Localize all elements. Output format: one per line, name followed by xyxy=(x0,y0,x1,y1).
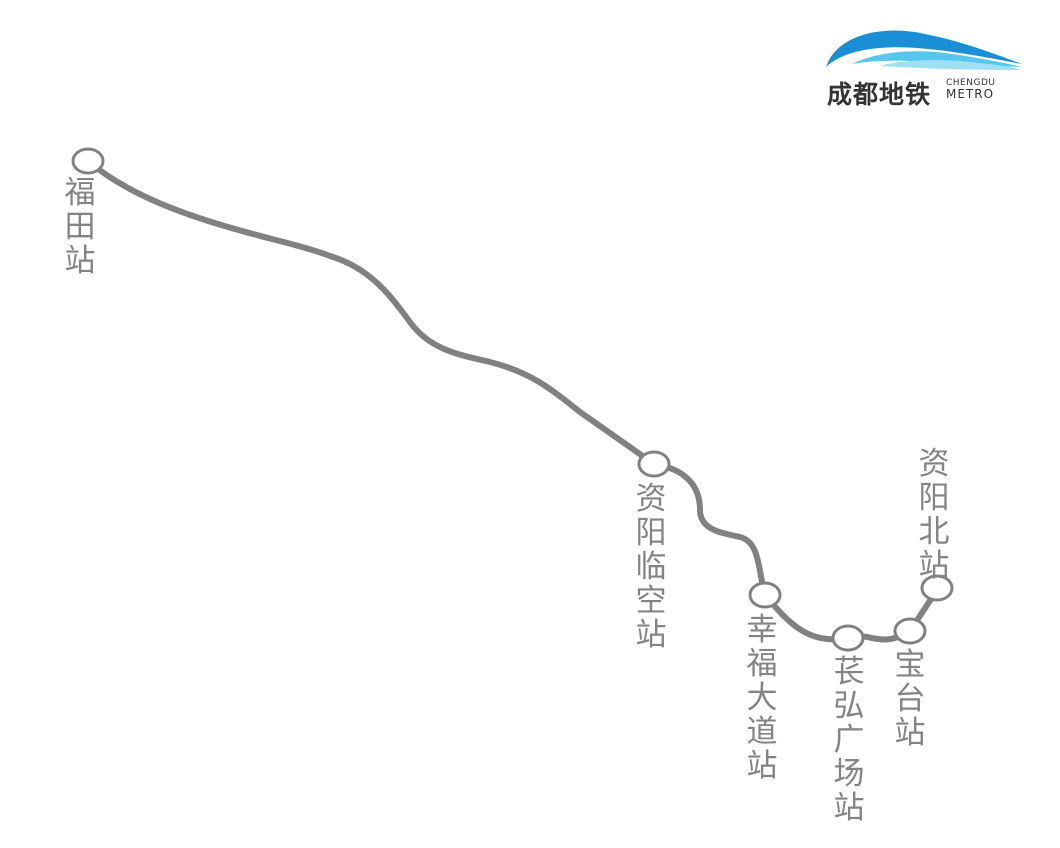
station-label-xingfu-dadao: 幸福大道站 xyxy=(746,612,778,784)
station-marker-changhong-guangchang[interactable] xyxy=(831,624,865,652)
logo-name-en: CHENGDU METRO xyxy=(946,78,995,100)
station-label-ziyang-linkong: 资阳临空站 xyxy=(635,481,667,653)
station-label-baotai: 宝台站 xyxy=(894,647,926,751)
station-label-ziyang-north: 资阳北站 xyxy=(918,446,950,584)
station-marker-ziyang-north[interactable] xyxy=(920,574,954,602)
station-marker-xingfu-dadao[interactable] xyxy=(748,581,782,609)
logo-name-en-top: CHENGDU xyxy=(946,78,996,88)
metro-line xyxy=(85,158,940,643)
station-marker-baotai[interactable] xyxy=(893,617,927,645)
station-label-futian: 福田站 xyxy=(64,175,96,279)
logo-name-en-bottom: METRO xyxy=(946,87,995,101)
station-marker-ziyang-linkong[interactable] xyxy=(637,450,671,478)
station-marker-futian[interactable] xyxy=(71,147,105,175)
logo-name-cn: 成都地铁 xyxy=(827,80,932,109)
chengdu-metro-logo-icon xyxy=(826,30,1022,70)
station-label-changhong-guangchang: 苌弘广场站 xyxy=(833,654,865,826)
